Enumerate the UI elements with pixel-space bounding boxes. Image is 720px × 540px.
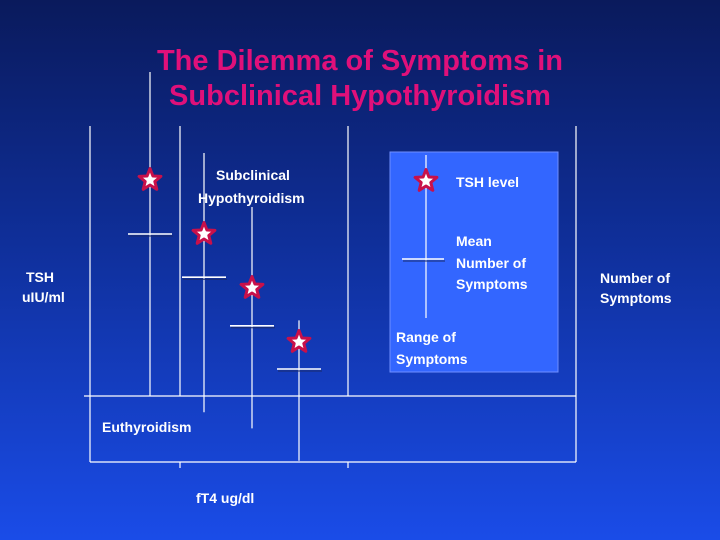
y-axis-unit: uIU/ml xyxy=(22,289,65,305)
legend-tsh-label: TSH level xyxy=(456,174,520,190)
region-label-subclinical-line-1: Subclinical xyxy=(216,167,290,183)
title-line-1: The Dilemma of Symptoms in xyxy=(156,45,564,77)
y-axis-label-right-line-1: Number of xyxy=(600,270,670,286)
chart-marks xyxy=(128,72,322,461)
region-label-subclinical-line-2: Hypothyroidism xyxy=(198,190,305,206)
y-axis-label-left-line-1: TSH xyxy=(26,269,54,285)
legend-mean-label-line-1: Mean xyxy=(456,233,492,249)
title-line-2: Subclinical Hypothyroidism xyxy=(169,80,551,112)
x-axis-label: fT4 ug/dl xyxy=(196,490,255,506)
legend-range-label-line-1: Range of xyxy=(396,329,456,345)
region-label-euthyroidism: Euthyroidism xyxy=(102,419,192,435)
y-axis-label-left-line-2: uIU/ml xyxy=(22,286,65,308)
tsh-star-4 xyxy=(286,329,312,353)
tsh-star-2 xyxy=(191,221,217,245)
tsh-star-3 xyxy=(239,275,265,299)
legend-mean-label-line-3: Symptoms xyxy=(456,276,528,292)
legend-range-label-line-2: Symptoms xyxy=(396,351,468,367)
tsh-star-1 xyxy=(137,167,163,191)
chart-frame xyxy=(84,126,577,468)
legend-mean-label-line-2: Number of xyxy=(456,255,526,271)
legend-box xyxy=(389,151,559,373)
legend-star-icon xyxy=(413,168,439,192)
legend-background xyxy=(389,151,559,373)
y-axis-label-right-line-2: Symptoms xyxy=(600,290,672,306)
slide-title: The Dilemma of Symptoms in Subclinical H… xyxy=(0,44,720,114)
